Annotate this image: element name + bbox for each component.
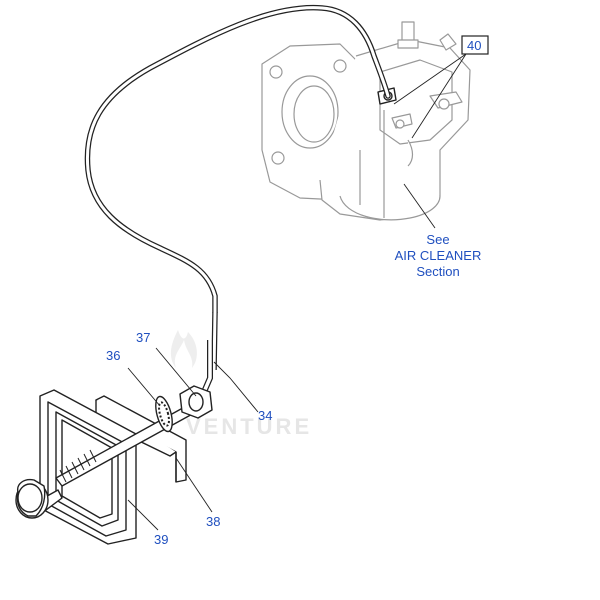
callout-40: 40	[467, 38, 481, 53]
hex-nut	[179, 385, 213, 419]
callout-37: 37	[136, 330, 150, 345]
callout-38: 38	[206, 514, 220, 529]
mounting-bracket	[95, 395, 187, 483]
reference-note-section: Section	[416, 264, 459, 279]
carburetor-assembly	[261, 21, 471, 221]
watermark-logo	[170, 330, 197, 368]
reference-note-see: See	[426, 232, 449, 247]
callout-39: 39	[154, 532, 168, 547]
choke-knob	[15, 478, 63, 519]
watermark-text: VENTURE	[186, 414, 312, 439]
leader-lines	[127, 53, 467, 531]
callout-36: 36	[106, 348, 120, 363]
reference-note-section-name: AIR CLEANER	[395, 248, 482, 263]
callout-40-box: 40	[461, 35, 489, 55]
callout-34: 34	[258, 408, 272, 423]
